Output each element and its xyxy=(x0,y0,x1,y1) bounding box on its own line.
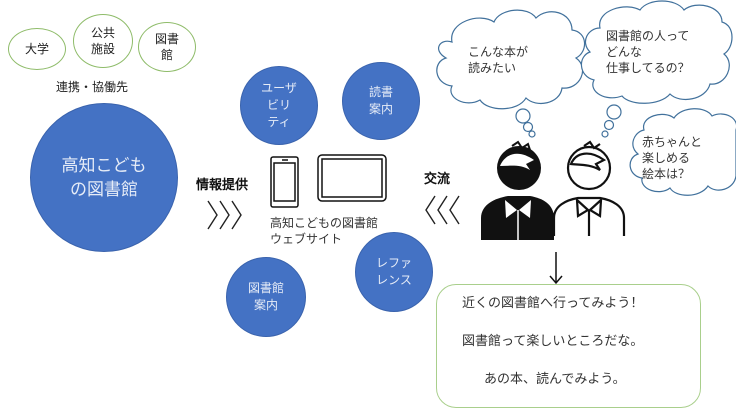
down-arrow-icon xyxy=(549,252,563,285)
provide-info-label: 情報提供 xyxy=(196,178,249,193)
thought-cloud-2 xyxy=(580,0,733,138)
main-library-circle: 高知こども の図書館 xyxy=(30,103,178,252)
partner-public-facility: 公共 施設 xyxy=(73,14,133,68)
chevrons-right-icon xyxy=(207,200,242,230)
feature-label: 図書館 案内 xyxy=(247,281,284,312)
partners-caption: 連携・協働先 xyxy=(56,80,129,94)
person-outline-icon xyxy=(552,140,626,236)
partner-university: 大学 xyxy=(8,28,66,70)
partner-label: 図書 館 xyxy=(154,32,179,62)
tablet-icon xyxy=(317,154,387,202)
partner-library: 図書 館 xyxy=(138,22,196,72)
website-label-line2: ウェブサイト xyxy=(270,232,343,246)
main-library-label: 高知こども の図書館 xyxy=(61,155,147,200)
partner-label: 公共 施設 xyxy=(90,26,115,56)
feature-label: 読書 案内 xyxy=(368,85,393,116)
feature-reference: レファ レンス xyxy=(355,232,433,312)
outcome-line-1: 近くの図書館へ行ってみよう！ xyxy=(462,296,644,311)
website-label-line1: 高知こどもの図書館 xyxy=(270,216,379,230)
outcome-box xyxy=(436,284,701,408)
outcome-line-3: あの本、読んでみよう。 xyxy=(484,372,626,387)
smartphone-icon xyxy=(270,156,299,208)
thought-text-2: 図書館の人って どんな 仕事してるの？ xyxy=(606,29,690,75)
outcome-line-2: 図書館って楽しいところだな。 xyxy=(462,334,644,349)
feature-label: ユーザ ビリ ティ xyxy=(261,81,297,129)
thought-cloud-3 xyxy=(629,108,736,196)
chevrons-left-icon xyxy=(425,195,460,225)
feature-usability: ユーザ ビリ ティ xyxy=(240,66,318,145)
feature-label: レファ レンス xyxy=(375,256,412,287)
thought-text-3: 赤ちゃんと 楽しめる 絵本は？ xyxy=(642,135,703,181)
thought-cloud-1 xyxy=(436,9,586,138)
feature-library-guide: 図書館 案内 xyxy=(226,257,306,337)
exchange-label: 交流 xyxy=(424,172,451,187)
feature-reading-guide: 読書 案内 xyxy=(342,62,420,140)
person-filled-icon xyxy=(481,140,554,240)
thought-text-1: こんな本が 読みたい xyxy=(468,45,529,75)
partner-label: 大学 xyxy=(24,42,49,56)
